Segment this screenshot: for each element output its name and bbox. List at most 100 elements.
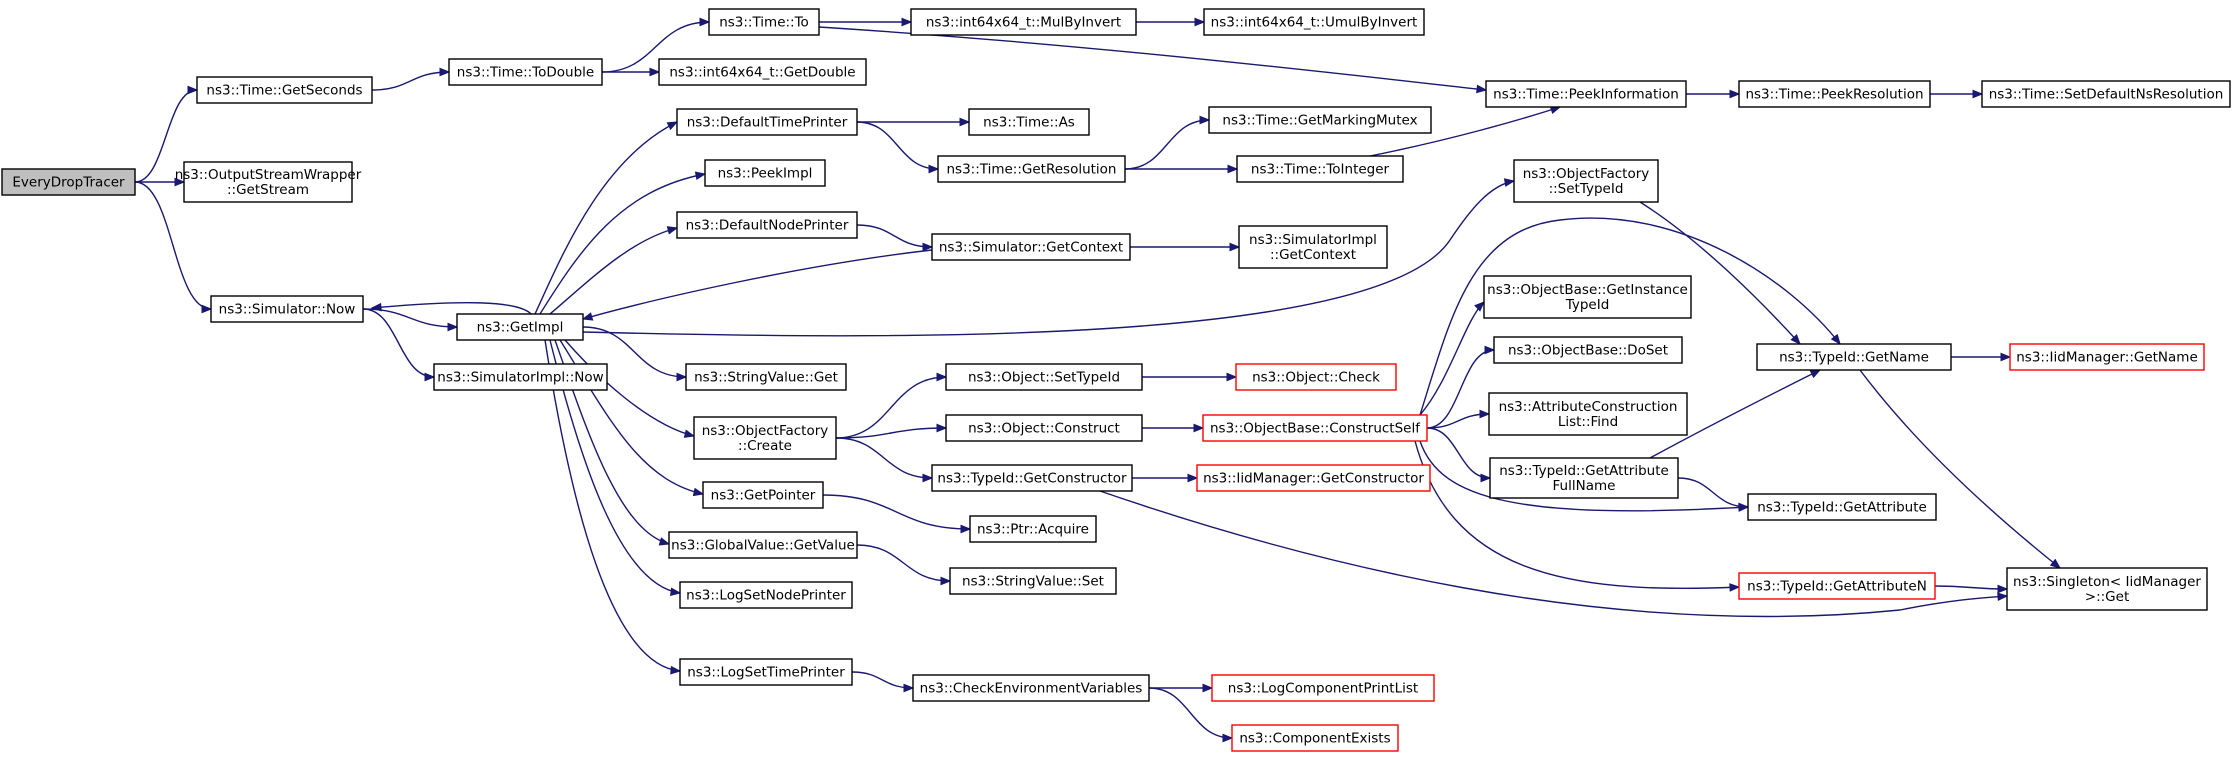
- node-box[interactable]: [968, 108, 1090, 136]
- node-box[interactable]: [1738, 80, 1931, 108]
- node-defaultnodeprinter[interactable]: ns3::DefaultNodePrinter: [676, 211, 858, 239]
- node-box[interactable]: [969, 515, 1097, 543]
- node-logtimeprinter[interactable]: ns3::LogSetTimePrinter: [679, 658, 853, 686]
- node-box[interactable]: [456, 313, 584, 341]
- node-box[interactable]: [1981, 80, 2231, 108]
- node-box[interactable]: [2006, 567, 2208, 611]
- node-getimpl[interactable]: ns3::GetImpl: [456, 313, 584, 341]
- node-box[interactable]: [433, 363, 608, 391]
- node-getattributen[interactable]: ns3::TypeId::GetAttributeN: [1738, 572, 1936, 600]
- node-typeid_getattribute[interactable]: ns3::TypeId::GetAttribute: [1747, 493, 1937, 521]
- node-box[interactable]: [676, 211, 858, 239]
- node-box[interactable]: [931, 464, 1133, 492]
- node-simulator_now[interactable]: ns3::Simulator::Now: [210, 295, 364, 323]
- node-getmarkingmutex[interactable]: ns3::Time::GetMarkingMutex: [1208, 106, 1432, 134]
- node-singleton_get[interactable]: ns3::Singleton< IidManager >::Get: [2006, 567, 2208, 611]
- node-box[interactable]: [210, 295, 364, 323]
- node-object_check[interactable]: ns3::Object::Check: [1235, 363, 1397, 391]
- node-box[interactable]: [679, 658, 853, 686]
- node-box[interactable]: [1235, 363, 1397, 391]
- node-peekinformation[interactable]: ns3::Time::PeekInformation: [1485, 80, 1687, 108]
- node-box[interactable]: [448, 58, 603, 86]
- node-box[interactable]: [945, 363, 1143, 391]
- node-box[interactable]: [912, 674, 1150, 702]
- node-box[interactable]: [1231, 724, 1399, 752]
- node-box[interactable]: [1202, 414, 1428, 442]
- node-constructself[interactable]: ns3::ObjectBase::ConstructSelf: [1202, 414, 1428, 442]
- node-box[interactable]: [1756, 343, 1952, 371]
- node-object_settypeid[interactable]: ns3::Object::SetTypeId: [945, 363, 1143, 391]
- node-box[interactable]: [685, 363, 847, 391]
- node-logcomponentprintlist[interactable]: ns3::LogComponentPrintList: [1211, 674, 1435, 702]
- node-box[interactable]: [708, 8, 820, 36]
- node-box[interactable]: [702, 481, 824, 509]
- node-objectfactory_create[interactable]: ns3::ObjectFactory::Create: [693, 416, 837, 460]
- node-simulator_getcontext[interactable]: ns3::Simulator::GetContext: [931, 233, 1131, 261]
- node-box[interactable]: [1493, 336, 1683, 364]
- node-peekimpl[interactable]: ns3::PeekImpl: [704, 159, 826, 187]
- node-ptr_acquire[interactable]: ns3::Ptr::Acquire: [969, 515, 1097, 543]
- node-doset[interactable]: ns3::ObjectBase::DoSet: [1493, 336, 1683, 364]
- node-stringvalue_set[interactable]: ns3::StringValue::Set: [949, 567, 1117, 595]
- node-iidmanager_getname[interactable]: ns3::IidManager::GetName: [2009, 343, 2205, 371]
- node-getpointer[interactable]: ns3::GetPointer: [702, 481, 824, 509]
- node-objectfactory_settypeid[interactable]: ns3::ObjectFactory::SetTypeId: [1513, 159, 1659, 203]
- node-box[interactable]: [658, 58, 867, 86]
- node-box[interactable]: [1196, 464, 1431, 492]
- node-box[interactable]: [945, 414, 1143, 442]
- node-outputstreamwrapper[interactable]: ns3::OutputStreamWrapper::GetStream: [175, 161, 362, 203]
- node-box[interactable]: [676, 108, 858, 136]
- node-todouble[interactable]: ns3::Time::ToDouble: [448, 58, 603, 86]
- node-box[interactable]: [910, 8, 1137, 36]
- node-box[interactable]: [1211, 674, 1435, 702]
- node-getresolution[interactable]: ns3::Time::GetResolution: [937, 155, 1126, 183]
- node-everydroptracer[interactable]: EveryDropTracer: [1, 168, 136, 196]
- node-object_construct[interactable]: ns3::Object::Construct: [945, 414, 1143, 442]
- node-box[interactable]: [693, 416, 837, 460]
- node-box[interactable]: [704, 159, 826, 187]
- node-box[interactable]: [196, 76, 373, 104]
- node-box[interactable]: [1485, 80, 1687, 108]
- node-setdefaultnsresolution[interactable]: ns3::Time::SetDefaultNsResolution: [1981, 80, 2231, 108]
- node-time_as[interactable]: ns3::Time::As: [968, 108, 1090, 136]
- node-checkenvvars[interactable]: ns3::CheckEnvironmentVariables: [912, 674, 1150, 702]
- node-lognodeprinter[interactable]: ns3::LogSetNodePrinter: [679, 581, 853, 609]
- node-box[interactable]: [2009, 343, 2205, 371]
- node-typeid_getname[interactable]: ns3::TypeId::GetName: [1756, 343, 1952, 371]
- node-componentexists[interactable]: ns3::ComponentExists: [1231, 724, 1399, 752]
- node-simulatorimpl_getcontext[interactable]: ns3::SimulatorImpl::GetContext: [1238, 225, 1388, 269]
- node-time_to[interactable]: ns3::Time::To: [708, 8, 820, 36]
- node-box[interactable]: [1489, 457, 1679, 499]
- node-box[interactable]: [1513, 159, 1659, 203]
- node-box[interactable]: [1203, 8, 1425, 36]
- node-box[interactable]: [931, 233, 1131, 261]
- node-box[interactable]: [668, 531, 858, 559]
- node-simulatorimpl_now[interactable]: ns3::SimulatorImpl::Now: [433, 363, 608, 391]
- node-getseconds[interactable]: ns3::Time::GetSeconds: [196, 76, 373, 104]
- node-box[interactable]: [949, 567, 1117, 595]
- node-mulbyinvert[interactable]: ns3::int64x64_t::MulByInvert: [910, 8, 1137, 36]
- node-box[interactable]: [183, 161, 353, 203]
- node-box[interactable]: [1238, 225, 1388, 269]
- node-globalvalue_getvalue[interactable]: ns3::GlobalValue::GetValue: [668, 531, 858, 559]
- node-box[interactable]: [1488, 392, 1688, 436]
- node-stringvalue_get[interactable]: ns3::StringValue::Get: [685, 363, 847, 391]
- node-tointeger[interactable]: ns3::Time::ToInteger: [1236, 155, 1404, 183]
- node-typeid_getconstructor[interactable]: ns3::TypeId::GetConstructor: [931, 464, 1133, 492]
- node-box[interactable]: [1236, 155, 1404, 183]
- node-peekresolution[interactable]: ns3::Time::PeekResolution: [1738, 80, 1931, 108]
- node-getdouble[interactable]: ns3::int64x64_t::GetDouble: [658, 58, 867, 86]
- node-box[interactable]: [1, 168, 136, 196]
- node-box[interactable]: [937, 155, 1126, 183]
- node-box[interactable]: [1738, 572, 1936, 600]
- node-box[interactable]: [1208, 106, 1432, 134]
- node-box[interactable]: [679, 581, 853, 609]
- node-defaulttimeprinter[interactable]: ns3::DefaultTimePrinter: [676, 108, 858, 136]
- node-box[interactable]: [1747, 493, 1937, 521]
- node-umulbyinvert[interactable]: ns3::int64x64_t::UmulByInvert: [1203, 8, 1425, 36]
- node-iidmanager_getconstructor[interactable]: ns3::IidManager::GetConstructor: [1196, 464, 1431, 492]
- node-box[interactable]: [1483, 275, 1692, 319]
